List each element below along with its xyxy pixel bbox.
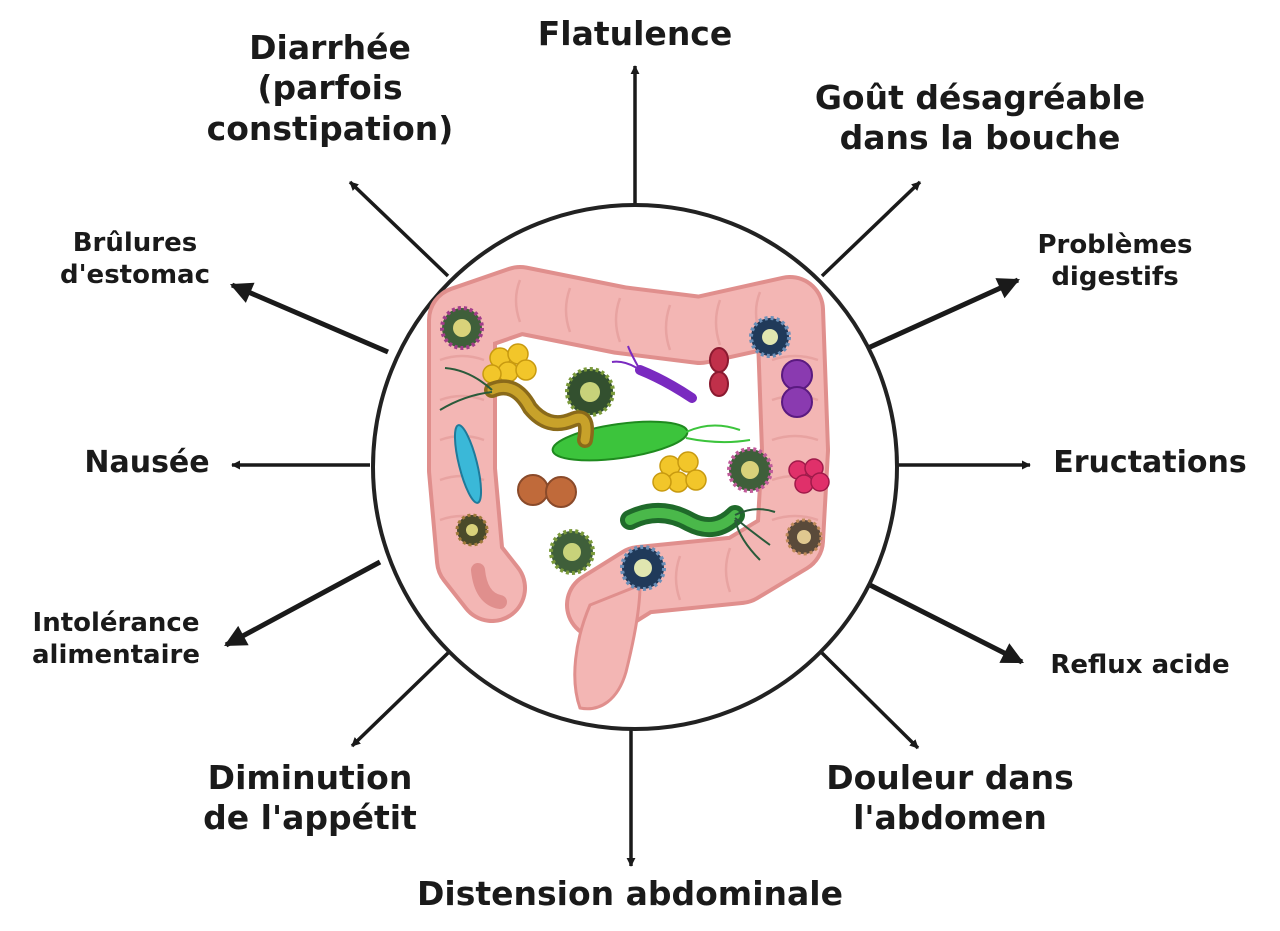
label-problemes-line-2: digestifs bbox=[1051, 261, 1179, 292]
cocci-cluster-icon bbox=[652, 451, 707, 493]
label-intolerance: Intolérance alimentaire bbox=[6, 608, 226, 671]
virus-icon bbox=[565, 367, 615, 417]
diplococcus-icon bbox=[781, 359, 813, 418]
cocci-cluster-icon bbox=[788, 458, 830, 494]
label-gout-line-2: dans la bouche bbox=[839, 118, 1121, 158]
arrow-intolerance bbox=[224, 559, 382, 648]
label-problemes-line-1: Problèmes bbox=[1037, 230, 1193, 260]
arrows-group bbox=[224, 65, 1031, 867]
virus-icon bbox=[549, 529, 595, 575]
label-reflux-line-1: Reflux acide bbox=[1050, 650, 1230, 680]
label-brulures: Brûlures d'estomac bbox=[40, 228, 230, 291]
label-flatulence: Flatulence bbox=[520, 14, 750, 54]
diplococcus-icon bbox=[517, 474, 577, 508]
label-douleur-line-2: l'abdomen bbox=[853, 798, 1047, 838]
virus-icon bbox=[620, 545, 666, 591]
arrow-diminution bbox=[350, 651, 450, 748]
label-problemes: Problèmes digestifs bbox=[1010, 230, 1220, 293]
virus-icon bbox=[455, 513, 489, 547]
label-diarrhee-line-3: constipation) bbox=[206, 108, 454, 148]
label-distension: Distension abdominale bbox=[380, 874, 880, 914]
colon-illustration bbox=[427, 265, 830, 711]
virus-icon bbox=[440, 306, 484, 350]
arrow-douleur bbox=[820, 651, 920, 750]
label-distension-line-1: Distension abdominale bbox=[417, 874, 843, 913]
label-douleur-line-1: Douleur dans bbox=[826, 758, 1074, 797]
label-brulures-line-1: Brûlures bbox=[72, 228, 198, 258]
label-douleur: Douleur dans l'abdomen bbox=[800, 758, 1100, 839]
label-intolerance-line-1: Intolérance bbox=[32, 608, 200, 638]
label-gout: Goût désagréable dans la bouche bbox=[790, 78, 1170, 159]
microbes bbox=[439, 306, 830, 591]
arrow-diarrhee bbox=[348, 180, 450, 278]
label-diminution: Diminution de l'appétit bbox=[170, 758, 450, 839]
virus-icon bbox=[785, 518, 823, 556]
label-diarrhee-line-1: Diarrhée bbox=[249, 28, 411, 67]
label-nausee: Nausée bbox=[62, 445, 232, 482]
label-intolerance-line-2: alimentaire bbox=[32, 639, 200, 670]
virus-icon bbox=[727, 447, 773, 493]
virus-icon bbox=[749, 316, 791, 358]
parasite-icon bbox=[611, 345, 697, 403]
arrow-gout bbox=[820, 180, 922, 278]
cocci-cluster-icon bbox=[482, 343, 537, 384]
label-reflux: Reflux acide bbox=[1022, 650, 1258, 682]
label-flatulence-line-1: Flatulence bbox=[537, 14, 733, 53]
arrow-problemes bbox=[866, 277, 1021, 351]
label-diminution-line-1: Diminution bbox=[207, 758, 413, 797]
bacteria-icon bbox=[439, 367, 595, 448]
arrow-brulures bbox=[229, 282, 389, 355]
arrow-reflux bbox=[866, 581, 1024, 665]
label-eructations: Eructations bbox=[1030, 445, 1270, 482]
label-diarrhee-line-2: (parfois bbox=[257, 68, 403, 108]
label-diarrhee: Diarrhée (parfois constipation) bbox=[180, 28, 480, 149]
label-diminution-line-2: de l'appétit bbox=[203, 798, 417, 838]
label-eructations-line-1: Eructations bbox=[1053, 445, 1247, 480]
label-brulures-line-2: d'estomac bbox=[59, 259, 211, 290]
bacteria-icon bbox=[620, 502, 776, 561]
appendix bbox=[471, 563, 507, 609]
label-gout-line-1: Goût désagréable bbox=[814, 78, 1146, 117]
bacteria-icon bbox=[453, 424, 483, 504]
label-nausee-line-1: Nausée bbox=[84, 445, 210, 480]
diplococcus-icon bbox=[709, 347, 729, 397]
rectum bbox=[573, 582, 642, 711]
